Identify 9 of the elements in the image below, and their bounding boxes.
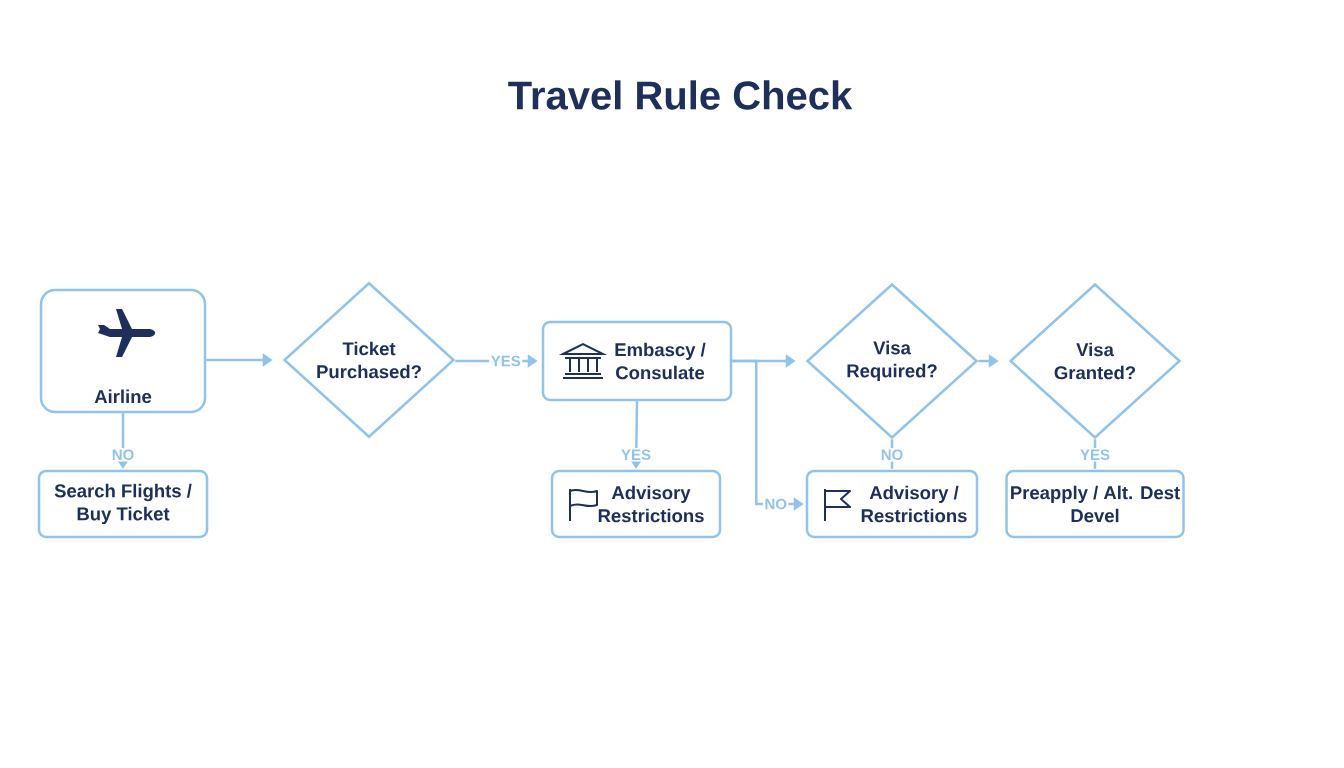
process-box: Embascy / Consulate: [541, 320, 733, 402]
process-box: Advisory Restrictions: [550, 469, 722, 539]
edge-label: NO: [763, 497, 789, 511]
process-box: Preapply / Alt. Dest Devel: [1005, 469, 1185, 539]
edge-label: YES: [489, 354, 523, 368]
process-box: Search Flights / Buy Ticket: [37, 469, 209, 539]
process-box: Advisory / Restrictions: [805, 469, 979, 539]
process-box: Airline: [39, 288, 207, 414]
title: Travel Rule Check: [508, 80, 853, 110]
